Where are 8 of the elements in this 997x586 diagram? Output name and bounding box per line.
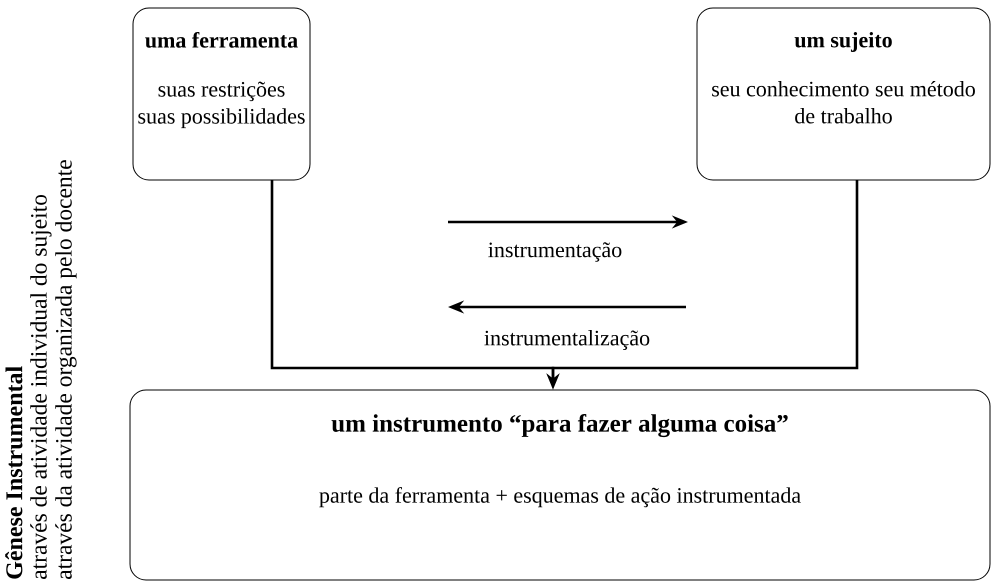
diagram-title: Gênese Instrumental [5, 366, 22, 579]
side-note: através de atividade individual do sujeito [30, 194, 52, 579]
process-label: instrumentação [488, 242, 622, 262]
text-box: um sujeito seu conhecimento seu método de trabalho [696, 8, 990, 180]
side-note: através da atividade organizada pelo docente [55, 160, 77, 579]
process-label: instrumentalização [484, 330, 650, 350]
text-box: uma ferramenta suas restrições suas possibilidades [132, 8, 310, 180]
text-box: um instrumento “para fazer alguma coisa” parte da ferramenta + esquemas de ação instrumentada [130, 390, 990, 580]
